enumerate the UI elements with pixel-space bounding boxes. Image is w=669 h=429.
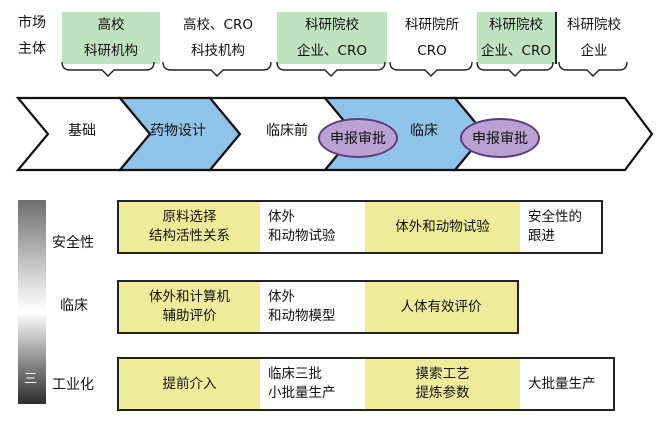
market-cell-text: 企业、CRO — [481, 42, 551, 59]
market-cell-text: 科研机构 — [84, 42, 138, 59]
row-clinical: 体外和计算机 辅助评价 体外 和动物模型 人体有效评价 — [117, 280, 519, 334]
row-label-industrial: 工业化 — [52, 377, 94, 393]
gradient-bar — [18, 200, 46, 404]
market-cell-3: 科研院校 企业、CRO — [277, 12, 387, 64]
brace — [61, 61, 155, 77]
market-label-line2: 主体 — [18, 41, 46, 57]
cell-text: 辅助评价 — [162, 308, 217, 324]
brace — [389, 61, 473, 77]
market-cell-text: 企业 — [580, 42, 608, 59]
market-cell-text: 企业、CRO — [297, 42, 367, 59]
market-cell-4: 科研院所 CRO — [390, 12, 474, 64]
market-cell-text: 科研院校 — [489, 16, 543, 33]
row-industrial: 提前介入 临床三批 小批量生产 摸索工艺 提炼参数 大批量生产 — [117, 357, 615, 411]
stage-preclinical: 临床前 — [266, 123, 308, 139]
clinical-cell-1: 体外和计算机 辅助评价 — [119, 282, 260, 332]
clinical-cell-3: 人体有效评价 — [365, 282, 517, 332]
industrial-cell-4: 大批量生产 — [520, 359, 613, 409]
safety-cell-1: 原料选择 结构活性关系 — [119, 202, 260, 252]
market-cell-2: 高校、CRO 科技机构 — [163, 12, 273, 64]
cell-text: 临床三批 — [268, 366, 322, 382]
process-flow — [15, 96, 654, 172]
market-braces — [61, 12, 628, 77]
market-cell-text: 科研院所 — [405, 16, 459, 33]
approval-oval-1: 申报审批 — [318, 118, 398, 158]
market-cell-6: 科研院校 企业 — [559, 12, 629, 64]
market-cell-1: 高校 科研机构 — [62, 12, 160, 64]
cell-text: 提前介入 — [162, 375, 217, 392]
market-cell-text: 科研院校 — [305, 16, 359, 33]
stage-drug-design: 药物设计 — [150, 123, 206, 139]
clinical-cell-2: 体外 和动物模型 — [260, 282, 365, 332]
brace — [558, 61, 628, 77]
side-mark: 三 — [24, 372, 38, 387]
safety-cell-2: 体外 和动物试验 — [260, 202, 365, 252]
industrial-cell-3: 摸索工艺 提炼参数 — [365, 359, 520, 409]
market-cell-text: 高校 — [97, 16, 125, 33]
row-label-clinical: 临床 — [60, 298, 88, 314]
cell-text: 和动物试验 — [268, 228, 336, 244]
cell-text: 人体有效评价 — [400, 298, 482, 315]
market-label-line1: 市场 — [18, 15, 46, 31]
approval-text: 申报审批 — [330, 131, 386, 147]
cell-text: 提炼参数 — [415, 385, 470, 401]
cell-text: 体外 — [268, 209, 295, 225]
market-cell-text: 科技机构 — [191, 42, 245, 59]
brace — [276, 61, 386, 77]
cell-text: 摸索工艺 — [415, 366, 470, 382]
cell-text: 体外和动物试验 — [395, 218, 490, 235]
cell-text: 小批量生产 — [268, 385, 336, 401]
market-cell-text: 科研院校 — [567, 16, 621, 33]
approval-oval-2: 申报审批 — [460, 118, 540, 158]
industrial-cell-2: 临床三批 小批量生产 — [260, 359, 365, 409]
cell-text: 跟进 — [528, 228, 555, 244]
brace — [476, 61, 554, 77]
safety-cell-4: 安全性的 跟进 — [520, 202, 601, 252]
market-cell-5: 科研院校 企业、CRO — [477, 12, 555, 64]
brace — [162, 61, 272, 77]
cell-text: 体外和计算机 — [149, 289, 230, 305]
industrial-cell-1: 提前介入 — [119, 359, 260, 409]
stage-clinical: 临床 — [410, 123, 438, 139]
stage-basic: 基础 — [68, 123, 96, 139]
cell-text: 结构活性关系 — [149, 228, 230, 244]
market-cell-text: 高校、CRO — [183, 16, 253, 33]
market-cell-text: CRO — [417, 42, 447, 59]
row-safety: 原料选择 结构活性关系 体外 和动物试验 体外和动物试验 安全性的 跟进 — [117, 200, 603, 254]
safety-cell-3: 体外和动物试验 — [365, 202, 520, 252]
cell-text: 体外 — [268, 289, 295, 305]
approval-text: 申报审批 — [472, 131, 528, 147]
cell-text: 和动物模型 — [268, 308, 336, 324]
cell-text: 原料选择 — [162, 209, 217, 225]
cell-text: 大批量生产 — [528, 375, 596, 392]
cell-text: 安全性的 — [528, 209, 582, 225]
row-label-safety: 安全性 — [52, 235, 94, 251]
